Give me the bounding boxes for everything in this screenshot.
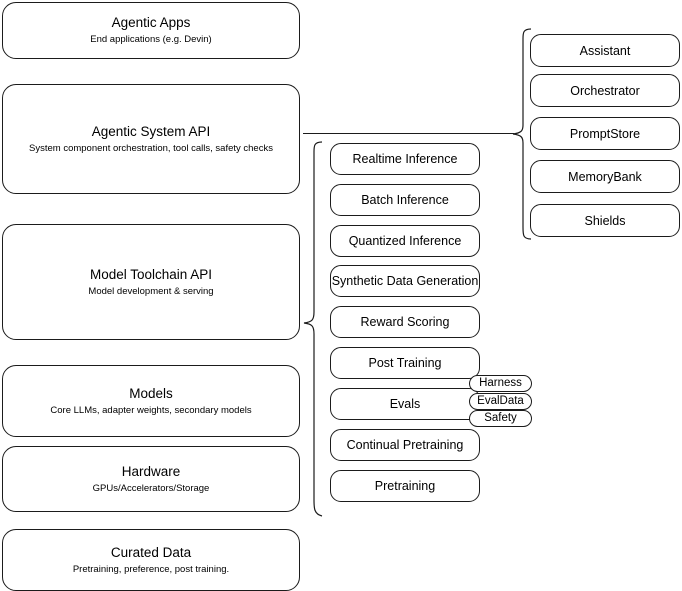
layer-subtitle: GPUs/Accelerators/Storage	[92, 482, 210, 494]
evals-pill-safety[interactable]: Safety	[469, 410, 532, 427]
capability-quantized-inference[interactable]: Quantized Inference	[330, 225, 480, 257]
component-promptstore[interactable]: PromptStore	[530, 117, 680, 150]
connector-agentic-system-api-to-components	[303, 133, 514, 134]
capability-continual-pretraining[interactable]: Continual Pretraining	[330, 429, 480, 461]
layer-curated-data[interactable]: Curated Data Pretraining, preference, po…	[2, 529, 300, 591]
capability-label: Post Training	[368, 356, 442, 370]
layer-agentic-system-api[interactable]: Agentic System API System component orch…	[2, 84, 300, 194]
capability-label: Pretraining	[374, 479, 436, 493]
capability-label: Synthetic Data Generation	[331, 274, 479, 288]
pill-label: Safety	[484, 412, 517, 424]
pill-label: Harness	[479, 377, 522, 389]
capability-realtime-inference[interactable]: Realtime Inference	[330, 143, 480, 175]
layer-title: Model Toolchain API	[89, 266, 213, 282]
component-label: MemoryBank	[568, 169, 642, 184]
evals-pill-harness[interactable]: Harness	[469, 375, 532, 392]
layer-hardware[interactable]: Hardware GPUs/Accelerators/Storage	[2, 446, 300, 512]
component-label: Assistant	[579, 43, 631, 58]
layer-title: Agentic Apps	[111, 15, 191, 30]
brace-toolchain-capabilities	[303, 141, 323, 517]
capability-post-training[interactable]: Post Training	[330, 347, 480, 379]
brace-system-components	[512, 28, 532, 240]
component-orchestrator[interactable]: Orchestrator	[530, 74, 680, 107]
component-label: Orchestrator	[570, 83, 640, 98]
layer-subtitle: Model development & serving	[88, 285, 214, 297]
capability-label: Evals	[389, 397, 421, 411]
capability-label: Quantized Inference	[348, 234, 462, 248]
capability-batch-inference[interactable]: Batch Inference	[330, 184, 480, 216]
layer-models[interactable]: Models Core LLMs, adapter weights, secon…	[2, 365, 300, 437]
capability-synthetic-data-generation[interactable]: Synthetic Data Generation	[330, 265, 480, 297]
capability-pretraining[interactable]: Pretraining	[330, 470, 480, 502]
layer-title: Hardware	[121, 463, 181, 479]
layer-subtitle: Core LLMs, adapter weights, secondary mo…	[50, 404, 252, 416]
layer-title: Curated Data	[110, 544, 192, 560]
layer-subtitle: Pretraining, preference, post training.	[72, 563, 230, 575]
capability-label: Continual Pretraining	[346, 438, 464, 452]
capability-label: Realtime Inference	[352, 152, 458, 166]
capability-reward-scoring[interactable]: Reward Scoring	[330, 306, 480, 338]
pill-label: EvalData	[477, 395, 524, 407]
component-label: PromptStore	[569, 126, 641, 141]
component-shields[interactable]: Shields	[530, 204, 680, 237]
component-label: Shields	[584, 213, 626, 228]
layer-title: Models	[129, 385, 173, 401]
evals-pill-evaldata[interactable]: EvalData	[469, 393, 532, 410]
component-assistant[interactable]: Assistant	[530, 34, 680, 67]
component-memorybank[interactable]: MemoryBank	[530, 160, 680, 193]
capability-label: Reward Scoring	[360, 315, 450, 329]
layer-subtitle: End applications (e.g. Devin)	[90, 34, 212, 45]
layer-subtitle: System component orchestration, tool cal…	[29, 142, 273, 154]
capability-label: Batch Inference	[361, 193, 449, 207]
layer-agentic-apps[interactable]: Agentic Apps End applications (e.g. Devi…	[2, 2, 300, 59]
layer-title: Agentic System API	[91, 123, 211, 139]
layer-model-toolchain-api[interactable]: Model Toolchain API Model development & …	[2, 224, 300, 340]
capability-evals[interactable]: Evals	[330, 388, 480, 420]
